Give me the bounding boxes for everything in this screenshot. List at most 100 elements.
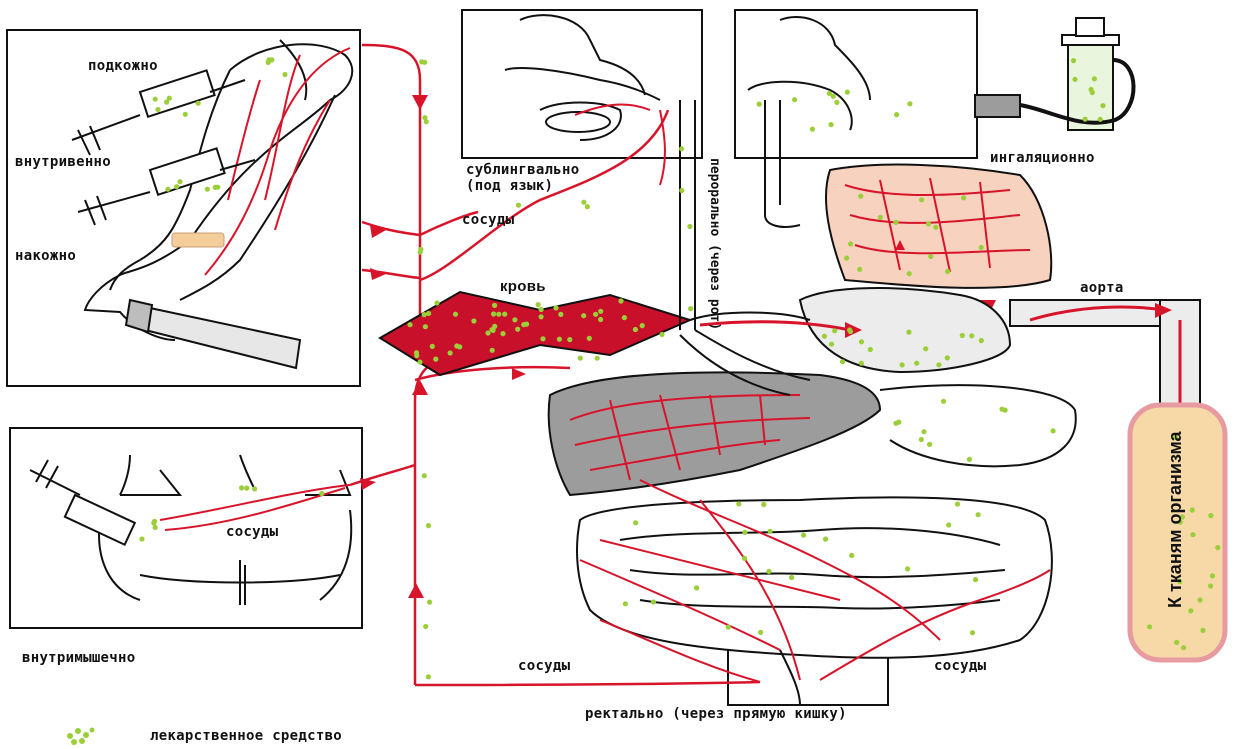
drug-dot [847, 327, 852, 332]
drug-dot [945, 269, 950, 274]
drug-dot [485, 330, 490, 335]
drug-dot [578, 356, 583, 361]
drug-dot [859, 339, 864, 344]
drug-dot [849, 553, 854, 558]
drug-dot [183, 112, 188, 117]
drug-dot [252, 486, 257, 491]
label-vessels-muscle: сосуды [226, 524, 278, 540]
drug-dot [1092, 76, 1097, 81]
drug-dot [1215, 545, 1220, 550]
drug-dot [633, 327, 638, 332]
drug-dot [848, 241, 853, 246]
drug-dot [834, 100, 839, 105]
drug-dot [857, 267, 862, 272]
drug-dot [492, 303, 497, 308]
drug-dot [945, 355, 950, 360]
drug-dot [319, 491, 324, 496]
drug-dot [844, 256, 849, 261]
drug-dot [407, 322, 412, 327]
drug-dot [928, 254, 933, 259]
drug-dot [900, 362, 905, 367]
drug-dot [973, 577, 978, 582]
drug-dot [831, 94, 836, 99]
label-oral: перорально (через рот) [707, 158, 722, 330]
drug-dot [1198, 597, 1203, 602]
liver [549, 372, 880, 495]
inhalation-panel [735, 10, 977, 158]
drug-dot [581, 200, 586, 205]
drug-dot [490, 348, 495, 353]
drug-dot [422, 473, 427, 478]
label-vessels-bottom-left: сосуды [518, 658, 570, 674]
drug-dot [1083, 117, 1088, 122]
drug-dot [553, 305, 558, 310]
drug-dot [823, 537, 828, 542]
drug-dot [828, 122, 833, 127]
drug-dot [424, 119, 429, 124]
drug-dot [1190, 507, 1195, 512]
drug-dot [955, 502, 960, 507]
drug-dot [433, 357, 438, 362]
drug-dot [679, 188, 684, 193]
drug-dot [914, 361, 919, 366]
drug-dot [282, 72, 287, 77]
syringe-icon [72, 70, 245, 155]
drug-dot [595, 356, 600, 361]
heart [800, 288, 1010, 372]
drug-dot [933, 225, 938, 230]
label-intravenous: внутривенно [15, 154, 111, 170]
drug-dot [893, 220, 898, 225]
sublingual-panel [462, 10, 702, 158]
drug-dot-icon [67, 728, 95, 746]
drug-dot [792, 97, 797, 102]
drug-dot [651, 599, 656, 604]
drug-dot [1188, 608, 1193, 613]
drug-dot [153, 525, 158, 530]
drug-dot [585, 204, 590, 209]
drug-dot [496, 312, 501, 317]
drug-dot [1071, 58, 1076, 63]
drug-dot [539, 307, 544, 312]
drug-dot [845, 90, 850, 95]
drug-dot [1210, 573, 1215, 578]
drug-dot [1051, 428, 1056, 433]
drug-dot [726, 625, 731, 630]
drug-dot [434, 300, 439, 305]
drug-dot [679, 146, 684, 151]
drug-dot [859, 361, 864, 366]
drug-dot [1089, 87, 1094, 92]
label-vessels-top: сосуды [462, 212, 514, 228]
label-subcutaneous: подкожно [88, 58, 158, 74]
drug-dot [454, 343, 459, 348]
drug-dot [687, 224, 692, 229]
drug-dot [453, 312, 458, 317]
drug-dot [960, 333, 965, 338]
drug-dot [961, 195, 966, 200]
drug-dot [426, 311, 431, 316]
drug-dot [742, 530, 747, 535]
drug-dot [153, 97, 158, 102]
drug-dot [1208, 583, 1213, 588]
drug-dot [414, 353, 419, 358]
drug-dot [512, 317, 517, 322]
drug-dot [979, 338, 984, 343]
drug-dot [515, 327, 520, 332]
drug-dot [840, 359, 845, 364]
drug-dot [174, 184, 179, 189]
drug-dot [893, 421, 898, 426]
tongue [546, 112, 610, 132]
drug-dot [1200, 628, 1205, 633]
drug-dot [430, 344, 435, 349]
label-sublingual-line1: сублингвально [466, 162, 579, 178]
label-inhalation: ингаляционно [990, 150, 1095, 166]
label-aorta: аорта [1080, 280, 1124, 296]
drug-dot [941, 399, 946, 404]
drug-dot [868, 347, 873, 352]
drug-dot [907, 101, 912, 106]
patch-icon [172, 233, 224, 247]
drug-dot [633, 520, 638, 525]
drug-dot [976, 512, 981, 517]
drug-dot [1190, 532, 1195, 537]
drug-dot [167, 96, 172, 101]
